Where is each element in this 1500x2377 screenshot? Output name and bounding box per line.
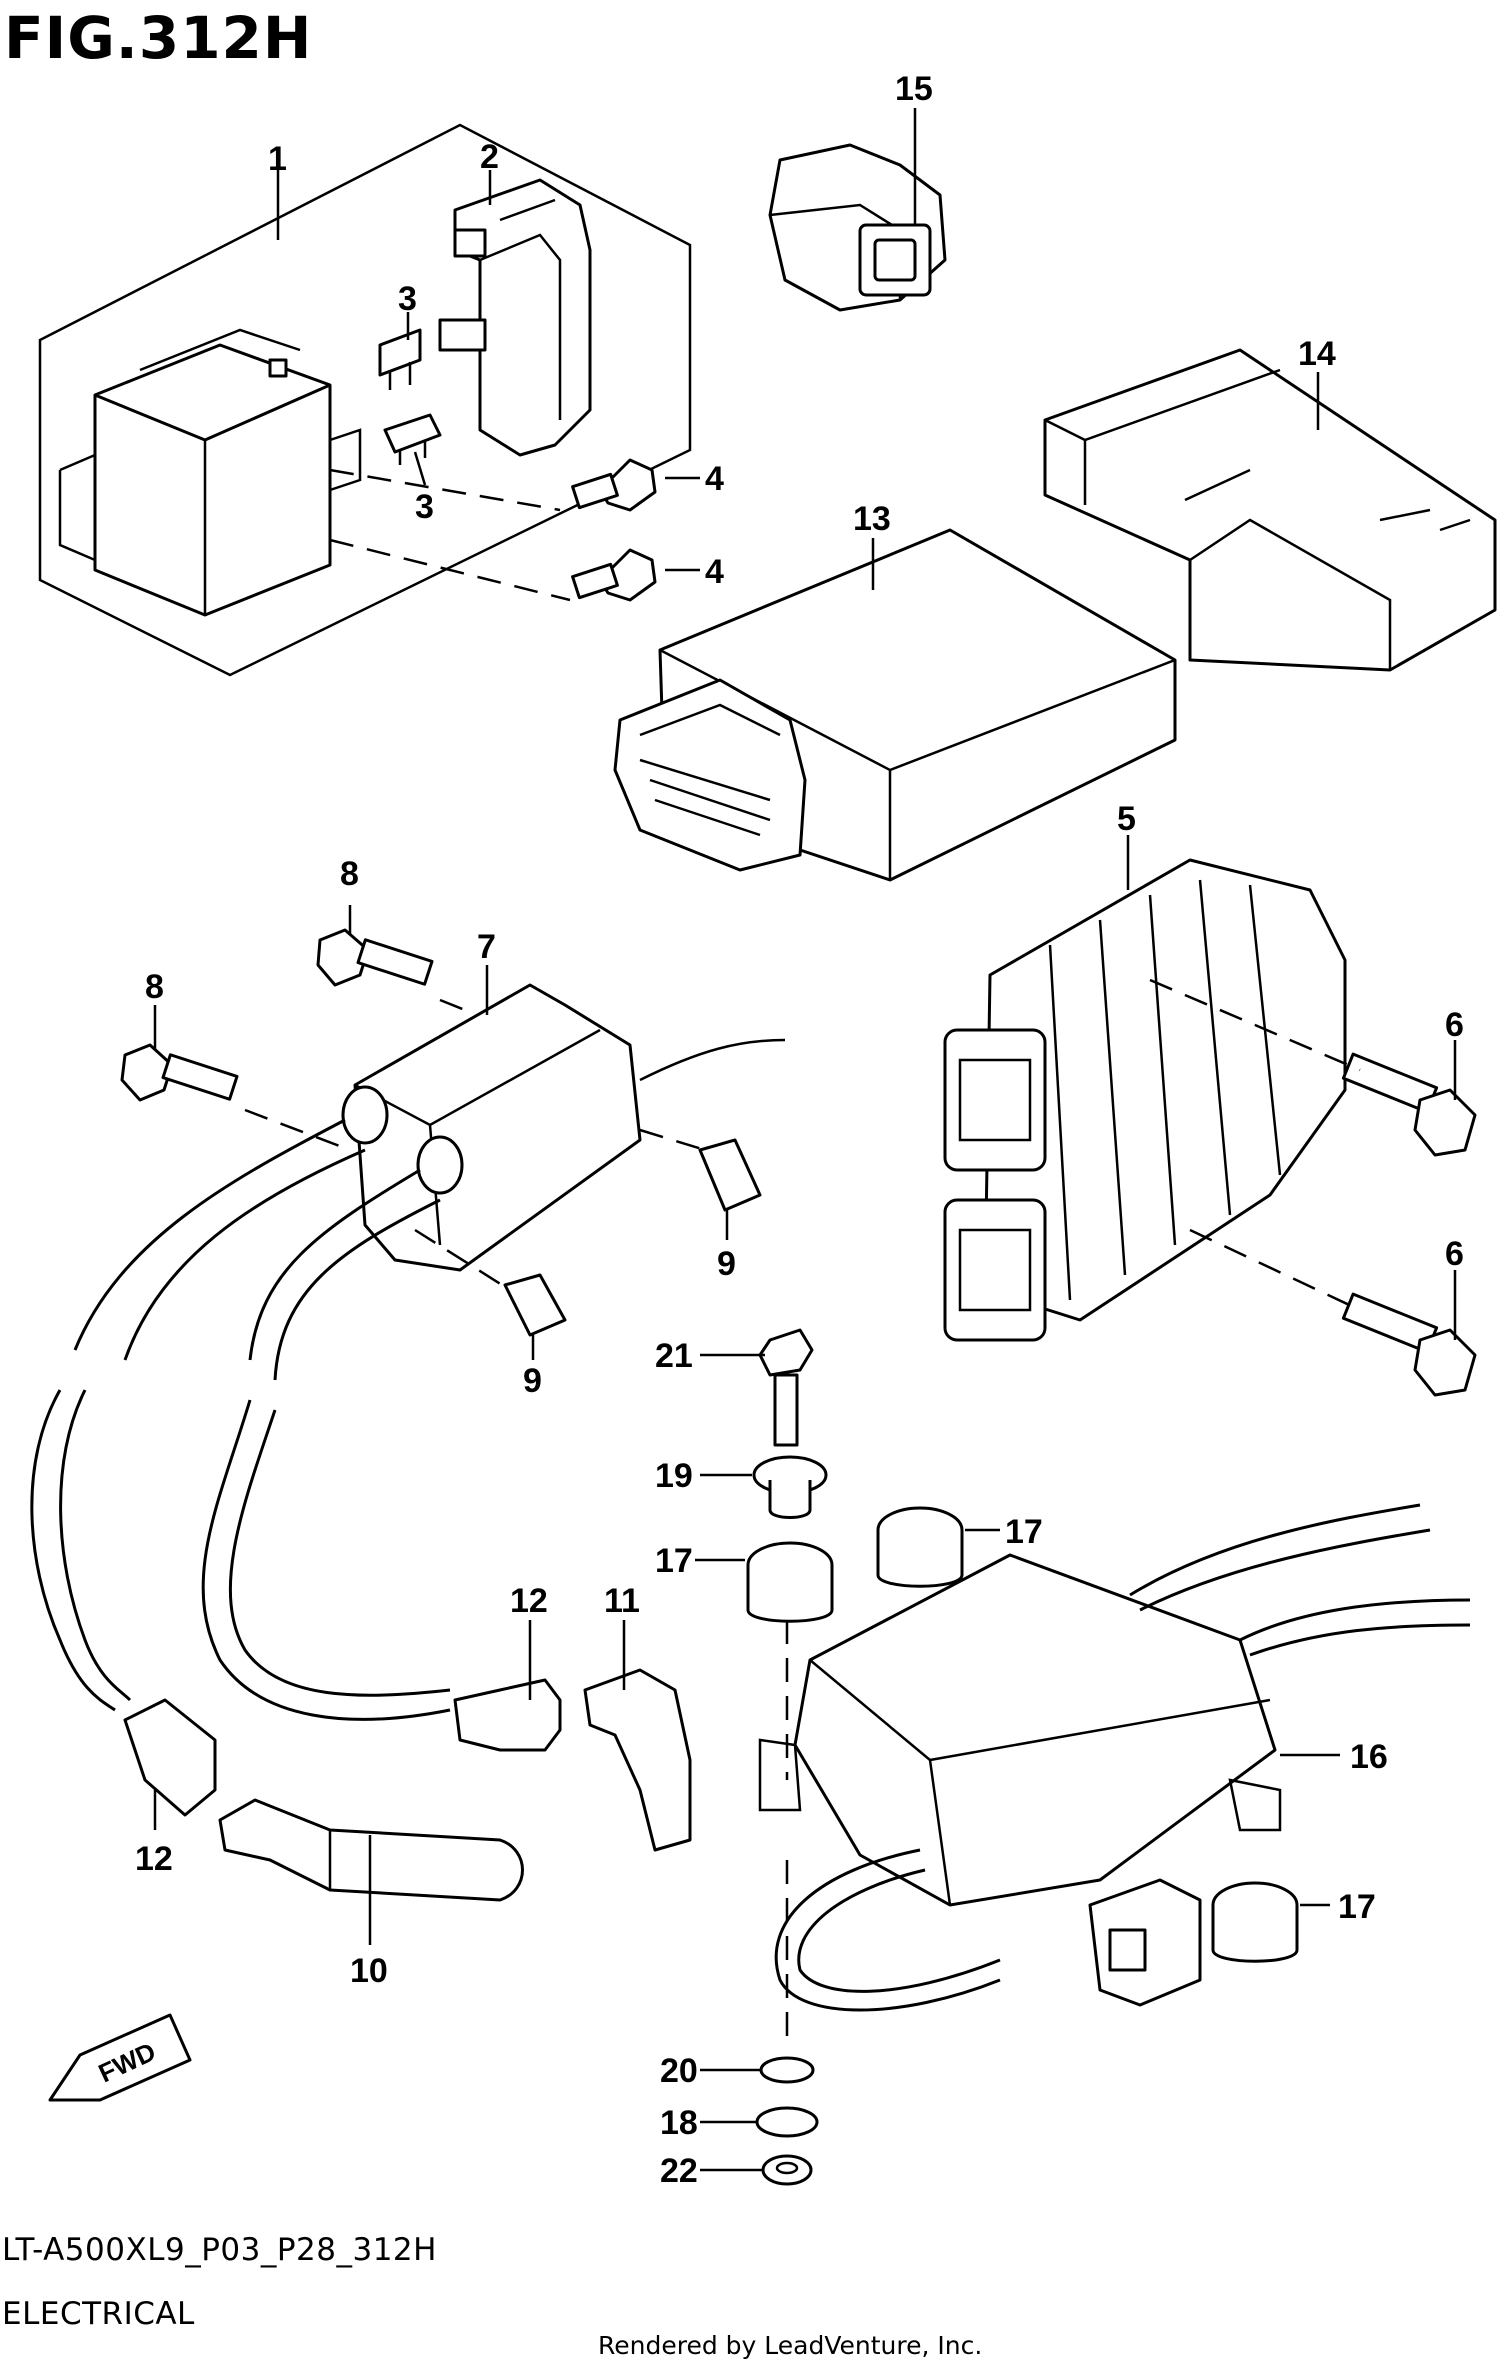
callout-22: 22	[660, 2152, 698, 2190]
part-17-grommet-middle[interactable]	[746, 1541, 834, 1623]
callout-20: 20	[660, 2052, 698, 2090]
callout-12a: 12	[510, 1582, 548, 1620]
part-12-boot-upper[interactable]	[453, 1678, 562, 1752]
part-2-relay-cover[interactable]	[438, 178, 592, 457]
callout-5: 5	[1117, 800, 1136, 838]
part-16-electronic-control-unit[interactable]	[758, 1503, 1471, 2012]
callout-18: 18	[660, 2104, 698, 2142]
part-4-bolt-upper[interactable]	[571, 458, 657, 512]
part-21-bolt[interactable]	[758, 1328, 814, 1447]
connector-16[interactable]	[1088, 1878, 1202, 2007]
part-20-washer[interactable]	[759, 2056, 815, 2084]
part-6-bolt-upper[interactable]	[1341, 1052, 1477, 1157]
part-22-nut[interactable]	[761, 2154, 813, 2186]
callout-3b: 3	[415, 488, 434, 526]
callout-10: 10	[350, 1952, 388, 1990]
callout-4a: 4	[705, 460, 724, 498]
part-1-starter-relay-group[interactable]	[38, 123, 692, 677]
callout-12b: 12	[135, 1840, 173, 1878]
callout-17b: 17	[655, 1542, 693, 1580]
callout-2: 2	[480, 138, 499, 176]
callout-1: 1	[268, 140, 287, 178]
part-17-grommet-upper[interactable]	[876, 1506, 964, 1588]
fwd-arrow: FWD	[48, 2013, 192, 2102]
callout-13: 13	[853, 500, 891, 538]
high-tension-cables[interactable]	[30, 1118, 451, 1721]
callout-17a: 17	[1005, 1513, 1043, 1551]
part-13-ecm[interactable]	[613, 528, 1177, 882]
part-19-collar[interactable]	[752, 1455, 828, 1519]
callout-19: 19	[655, 1457, 693, 1495]
part-9-collar-lower[interactable]	[503, 1273, 567, 1337]
callout-21: 21	[655, 1337, 693, 1375]
callout-8b: 8	[145, 968, 164, 1006]
callout-16: 16	[1350, 1738, 1388, 1776]
part-18-washer[interactable]	[755, 2106, 819, 2138]
callout-4b: 4	[705, 553, 724, 591]
callout-15: 15	[895, 70, 933, 108]
callout-3a: 3	[398, 280, 417, 318]
part-3-fuse-upper[interactable]	[378, 328, 422, 390]
callout-17c: 17	[1338, 1888, 1376, 1926]
part-12-boot-lower[interactable]	[123, 1698, 217, 1817]
part-11-plug-cap[interactable]	[583, 1668, 692, 1852]
part-5-regulator-rectifier[interactable]	[943, 858, 1347, 1342]
callout-9a: 9	[717, 1245, 736, 1283]
part-8-bolt-upper[interactable]	[316, 928, 434, 987]
part-10-plug-cap[interactable]	[218, 1798, 524, 1902]
part-15-connector[interactable]	[768, 143, 947, 312]
model-code: LT-A500XL9_P03_P28_312H	[2, 2232, 437, 2268]
part-8-bolt-lower[interactable]	[120, 1043, 239, 1102]
callouts: 1 2 3 3 4 4 5 6 6 7 8 8 9 9 10 11 12 12 …	[135, 70, 1464, 2190]
callout-14: 14	[1298, 335, 1336, 373]
callout-8a: 8	[340, 855, 359, 893]
section-title: ELECTRICAL	[2, 2296, 195, 2332]
part-17-grommet-lower[interactable]	[1211, 1881, 1299, 1963]
part-14-ecm-cover[interactable]	[1043, 348, 1497, 672]
callout-7: 7	[477, 928, 496, 966]
credit-line: Rendered by LeadVenture, Inc.	[598, 2331, 983, 2360]
leader-lines	[153, 108, 1457, 2172]
callout-9b: 9	[523, 1362, 542, 1400]
callout-6a: 6	[1445, 1006, 1464, 1044]
part-3-fuse-lower[interactable]	[383, 413, 442, 465]
callout-11: 11	[604, 1582, 640, 1620]
part-4-bolt-lower[interactable]	[571, 548, 657, 602]
callout-6b: 6	[1445, 1235, 1464, 1273]
figure-title: FIG.312H	[4, 4, 313, 72]
part-6-bolt-lower[interactable]	[1341, 1292, 1477, 1397]
part-9-collar-upper[interactable]	[698, 1138, 762, 1212]
part-7-ignition-coil[interactable]	[341, 983, 786, 1272]
